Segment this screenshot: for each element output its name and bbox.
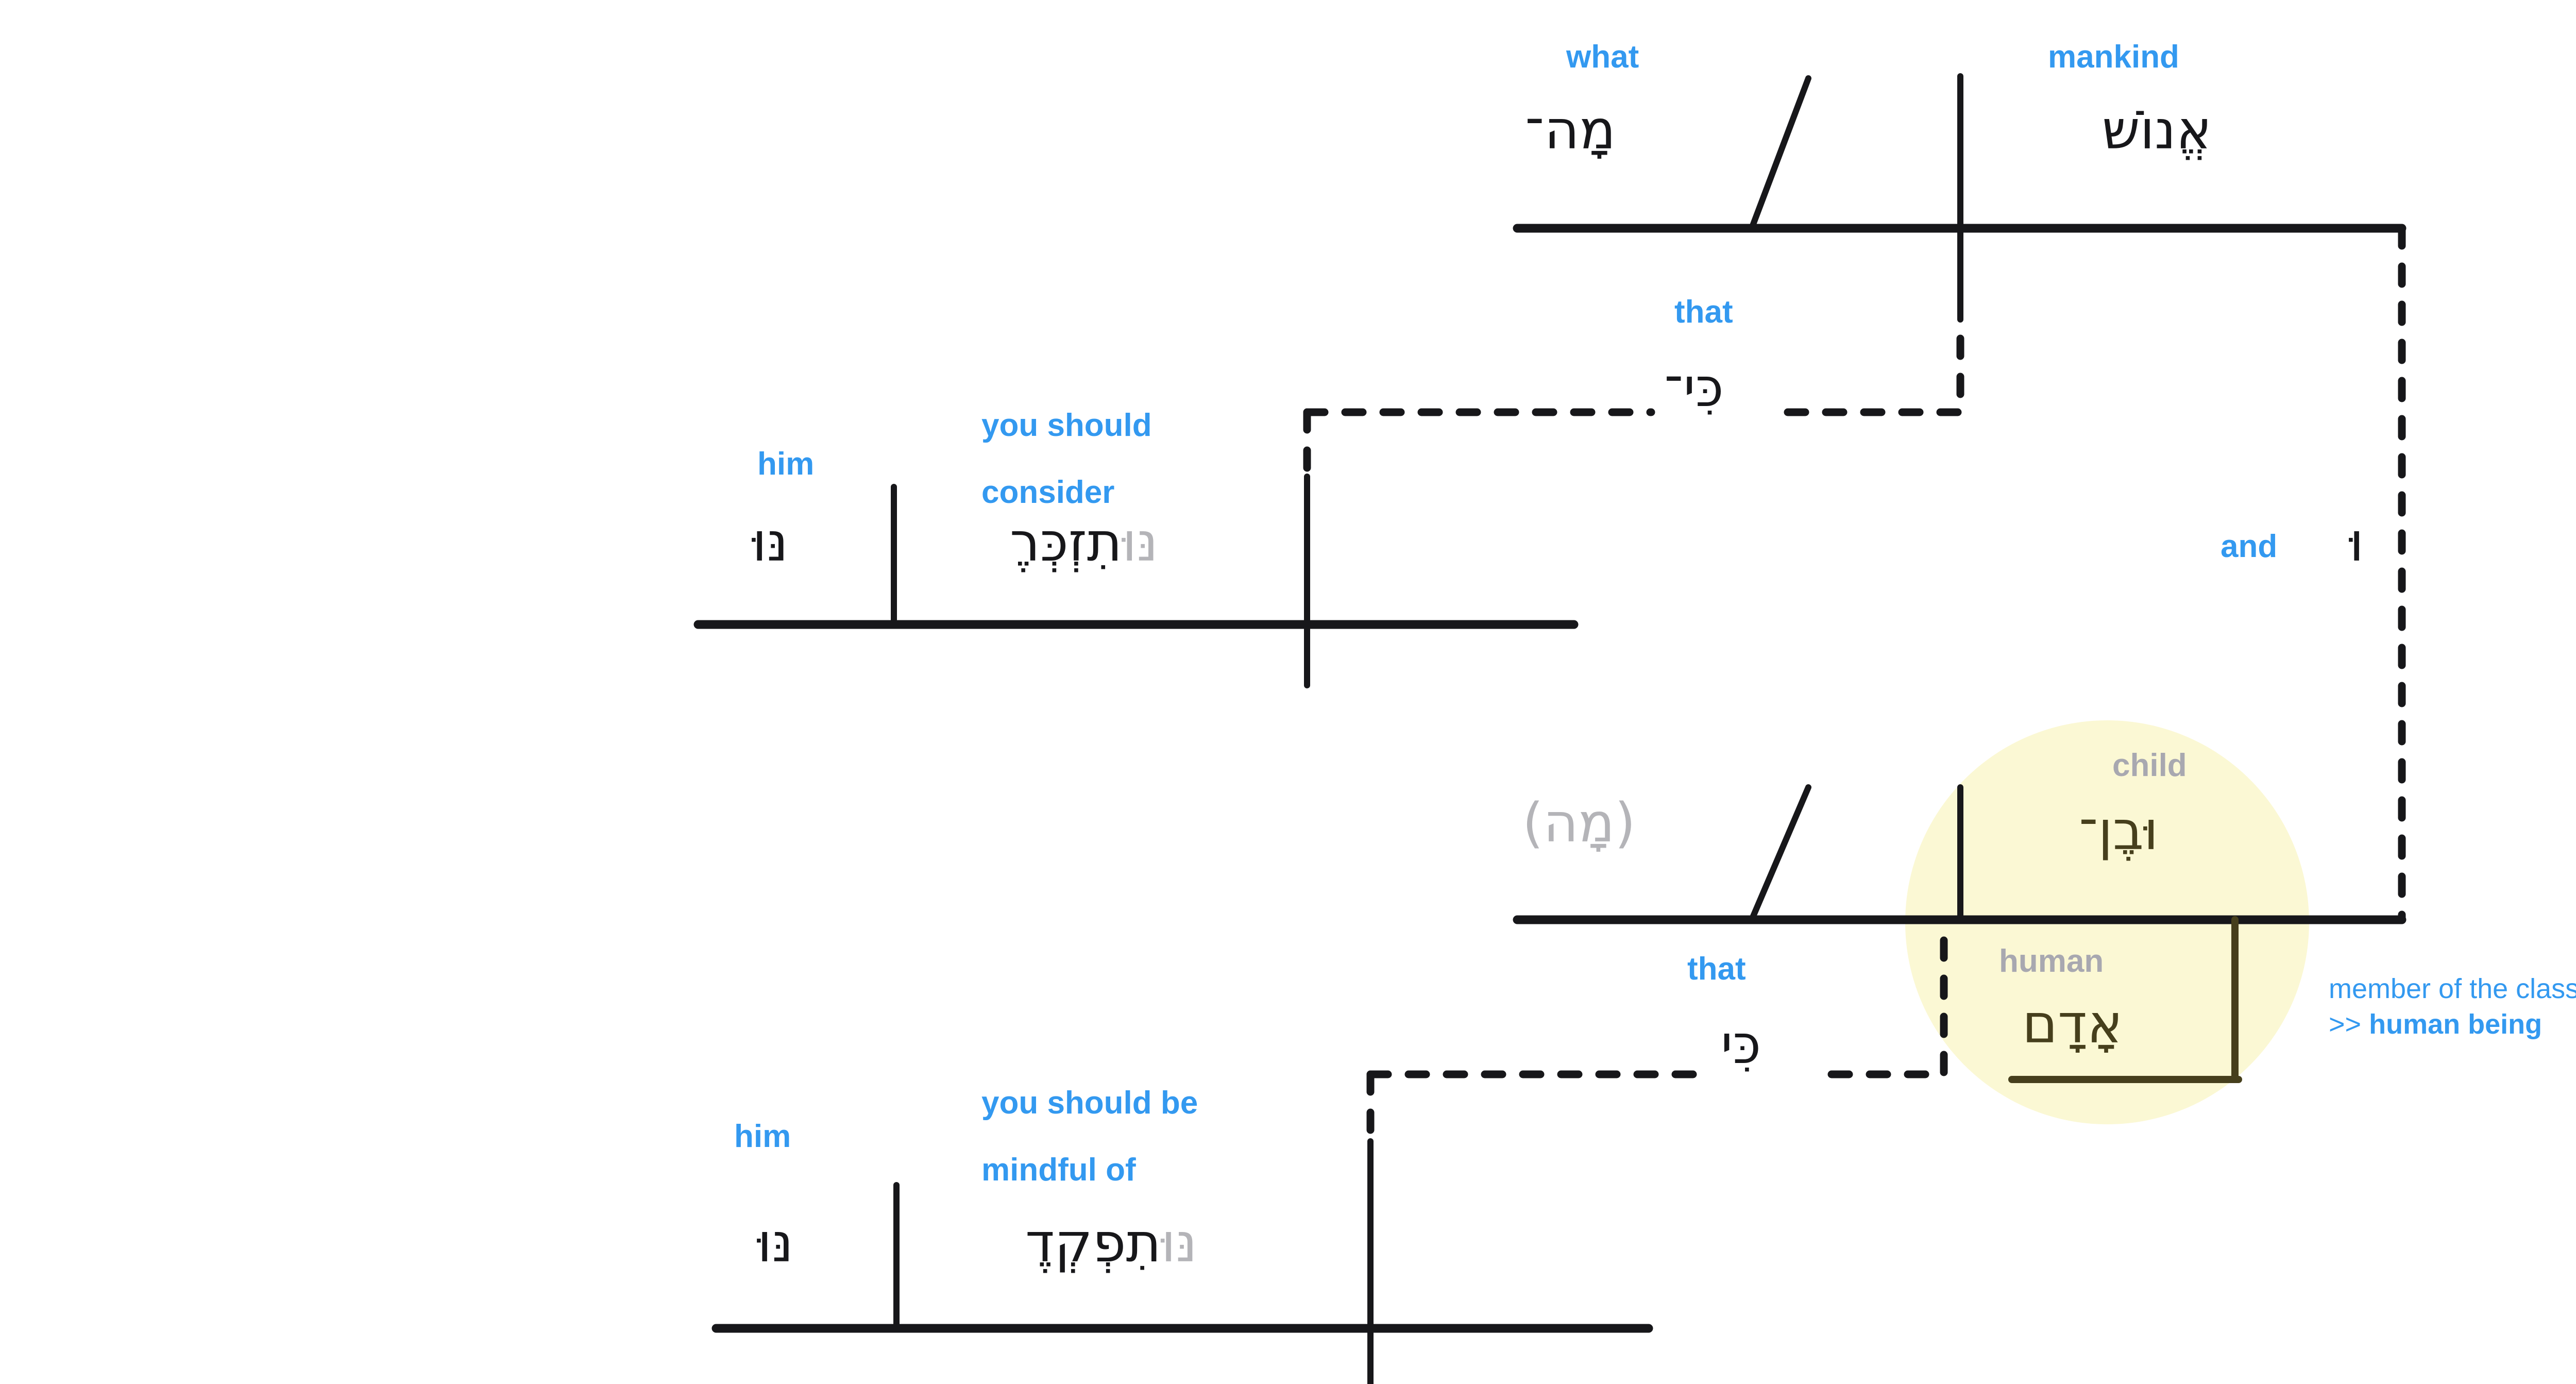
- dashed-that-lower-right: [1827, 918, 1948, 1078]
- hebrew-uven-text: וּבֶן־: [2079, 799, 2159, 862]
- gloss-him-lower: him: [734, 1119, 791, 1154]
- hebrew-verb-consider: נּוּתִזְכְּרֶ: [1010, 515, 1158, 569]
- annotation-block: member of the class of "human" >> human …: [2329, 971, 2576, 1042]
- gloss-that-upper: that: [1674, 294, 1733, 330]
- gloss-mankind: mankind: [2048, 39, 2179, 75]
- hebrew-verb-mindful-suffix: נּוּ: [1161, 1211, 1197, 1274]
- modifier-slant-top: [1749, 75, 1811, 231]
- annotation-marker: >>: [2329, 1009, 2362, 1040]
- gloss-mindful-line2: mindful of: [981, 1152, 1136, 1188]
- modifier-slant-mid: [1749, 784, 1811, 923]
- hebrew-vav-and: וּ: [2349, 511, 2364, 573]
- hebrew-him-lower: נּוּ: [757, 1211, 793, 1274]
- gloss-that-lower: that: [1687, 951, 1746, 987]
- annotation-line-1: member of the class of "human": [2329, 973, 2576, 1004]
- hebrew-ki-lower: כִּי: [1721, 1013, 1761, 1076]
- hebrew-verb-mindful-stem: תִפְקְדֶ: [1025, 1211, 1161, 1274]
- hebrew-mah-elided: (מָה): [1522, 791, 1636, 854]
- gloss-consider-line1: you should: [981, 408, 1152, 443]
- gloss-human: human: [1999, 943, 2104, 979]
- hebrew-verb-consider-suffix: נּוּ: [1122, 511, 1159, 573]
- annotation-conclusion: human being: [2369, 1009, 2543, 1040]
- hebrew-verb-mindful: נּוּתִפְקְדֶ: [1025, 1216, 1197, 1270]
- gloss-him-upper: him: [757, 446, 815, 482]
- annotation-line-2: >> human being: [2329, 1007, 2576, 1042]
- gloss-and: and: [2221, 529, 2278, 564]
- hebrew-verb-consider-stem: תִזְכְּרֶ: [1010, 511, 1123, 573]
- hebrew-adam: אָדָם: [2022, 992, 2123, 1055]
- hebrew-enosh: אֱנוֹשׁ: [2102, 98, 2212, 161]
- dashed-that-upper-right: [1784, 315, 1964, 416]
- hebrew-ki-upper: כִּי־: [1664, 356, 1724, 419]
- gloss-what-top: what: [1566, 39, 1639, 75]
- gloss-mindful-line1: you should be: [981, 1085, 1198, 1121]
- gloss-child: child: [2112, 748, 2187, 783]
- hebrew-mah-top: מָה־: [1525, 98, 1616, 161]
- hebrew-him-upper: נּוּ: [752, 511, 788, 573]
- gloss-consider-line2: consider: [981, 475, 1115, 510]
- hebrew-uven: וּבֶן־: [2079, 804, 2158, 857]
